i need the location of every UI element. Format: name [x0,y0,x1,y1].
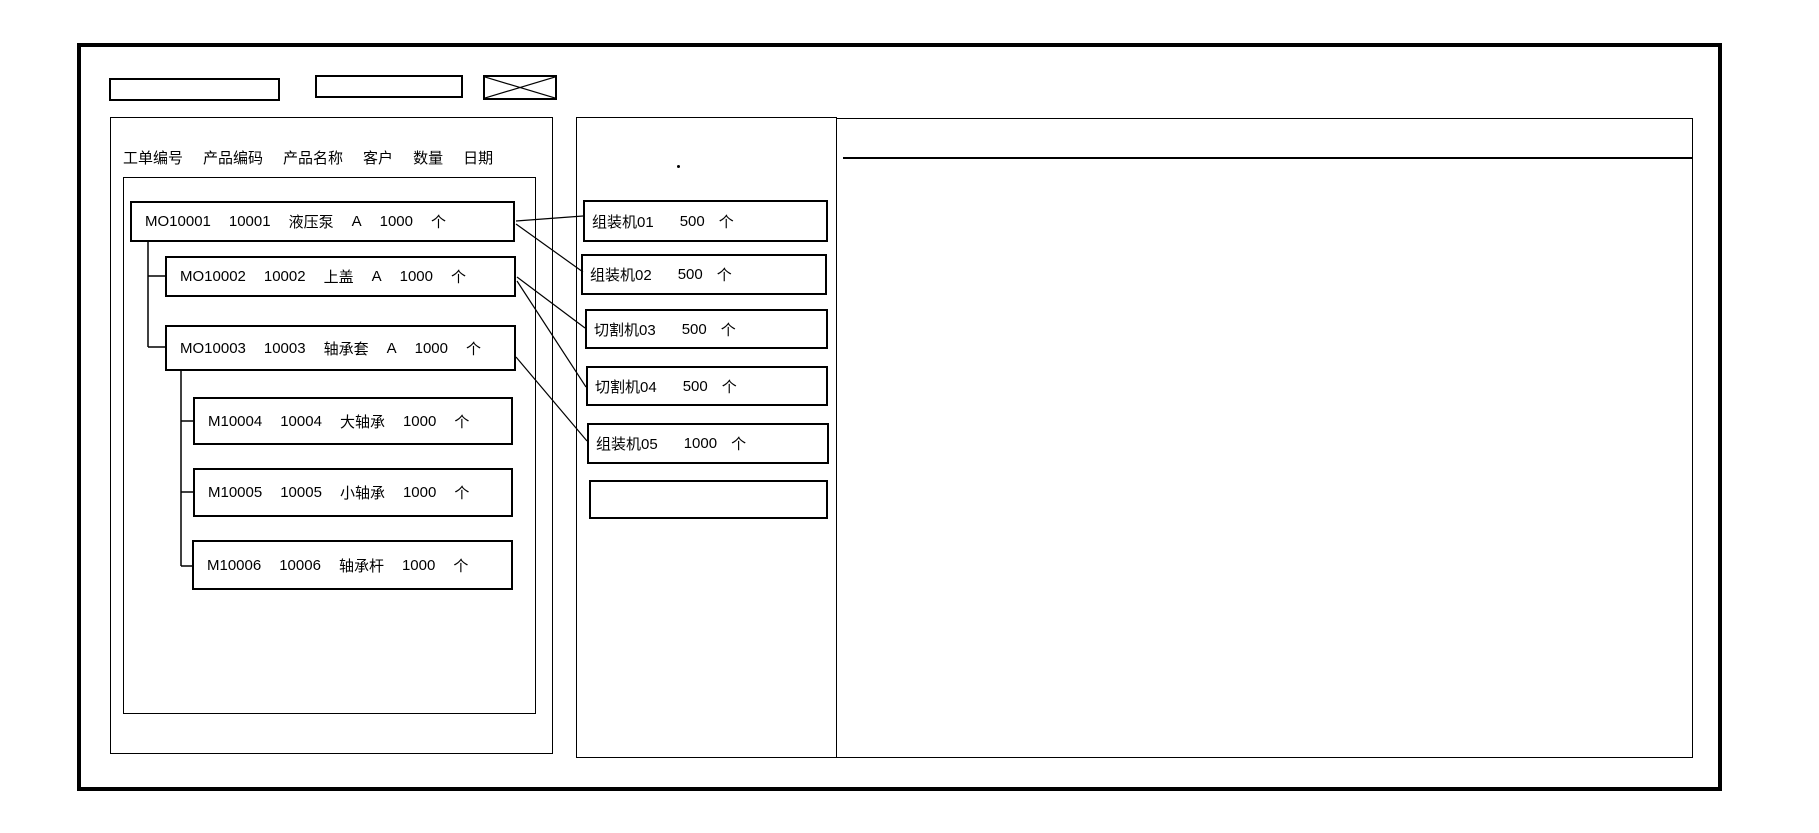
col-header-product-code: 产品编码 [203,149,264,167]
qty: 1000 [414,339,448,357]
machine-qty: 500 [677,266,703,283]
machine-row-2[interactable]: 组装机02 500 个 [581,254,827,295]
schedule-panel [836,118,1693,758]
machine-name: 组装机02 [590,267,652,284]
order-row-m10006[interactable]: M10006 10006 轴承杆 1000 个 [192,540,513,590]
machine-unit: 个 [716,267,732,284]
machine-row-4[interactable]: 切割机04 500 个 [586,366,828,406]
customer: A [351,213,362,230]
machine-row-1[interactable]: 组装机01 500 个 [583,200,828,242]
product-code: 10004 [280,412,322,430]
col-header-customer: 客户 [363,149,394,167]
customer: A [371,268,382,285]
order-row-m10004[interactable]: M10004 10004 大轴承 1000 个 [193,397,513,445]
order-row-m10005[interactable]: M10005 10005 小轴承 1000 个 [193,468,513,517]
machine-unit: 个 [720,321,736,339]
machine-name: 切割机04 [595,378,657,396]
product-name: 液压泵 [288,214,334,231]
machine-unit: 个 [718,213,734,231]
machine-row-empty[interactable] [589,480,828,519]
qty: 1000 [399,268,433,285]
column-headers: 工单编号 产品编码 产品名称 客户 数量 日期 [123,146,493,168]
order-no: MO10001 [145,213,211,230]
col-header-product-name: 产品名称 [283,149,344,167]
unit: 个 [466,340,482,358]
order-no: MO10003 [180,339,246,357]
qty: 1000 [379,213,413,230]
product-name: 小轴承 [339,485,385,502]
window-frame [77,43,1722,791]
toolbar-input-2[interactable] [315,75,463,98]
col-header-qty: 数量 [413,149,444,167]
machine-row-3[interactable]: 切割机03 500 个 [585,309,828,349]
product-code: 10001 [228,213,271,230]
machine-name: 组装机01 [592,213,654,231]
customer: A [386,339,397,357]
order-no: MO10002 [180,268,246,285]
machine-unit: 个 [721,378,737,396]
qty: 1000 [401,556,436,574]
unit: 个 [453,557,469,575]
qty: 1000 [402,412,437,430]
order-no: M10006 [207,556,262,574]
product-name: 轴承杆 [338,557,384,575]
product-code: 10005 [280,484,322,501]
machine-name: 组装机05 [596,436,658,453]
machine-qty: 500 [679,212,705,230]
product-code: 10003 [263,339,306,357]
product-code: 10002 [263,268,306,285]
x-diagonals-icon [485,77,555,98]
machine-qty: 500 [681,320,707,338]
product-code: 10006 [279,556,321,574]
col-header-order-no: 工单编号 [123,149,184,167]
toolbar-input-1[interactable] [109,78,280,101]
product-name: 大轴承 [339,413,385,431]
order-row-mo10003[interactable]: MO10003 10003 轴承套 A 1000 个 [165,325,516,371]
unit: 个 [454,413,470,431]
unit: 个 [451,269,467,286]
order-no: M10005 [208,484,263,501]
machine-unit: 个 [731,436,747,453]
col-header-date: 日期 [463,149,494,167]
order-no: M10004 [208,412,263,430]
crossed-box-icon[interactable] [483,75,557,100]
order-row-mo10002[interactable]: MO10002 10002 上盖 A 1000 个 [165,256,516,297]
order-row-mo10001[interactable]: MO10001 10001 液压泵 A 1000 个 [130,201,515,242]
machine-qty: 1000 [683,435,718,452]
product-name: 轴承套 [323,340,369,358]
qty: 1000 [402,484,437,501]
machine-name: 切割机03 [594,321,656,339]
machine-qty: 500 [682,377,708,395]
unit: 个 [454,485,470,502]
stray-dot [677,165,680,168]
product-name: 上盖 [323,269,354,286]
unit: 个 [431,214,447,231]
machine-row-5[interactable]: 组装机05 1000 个 [587,423,829,464]
